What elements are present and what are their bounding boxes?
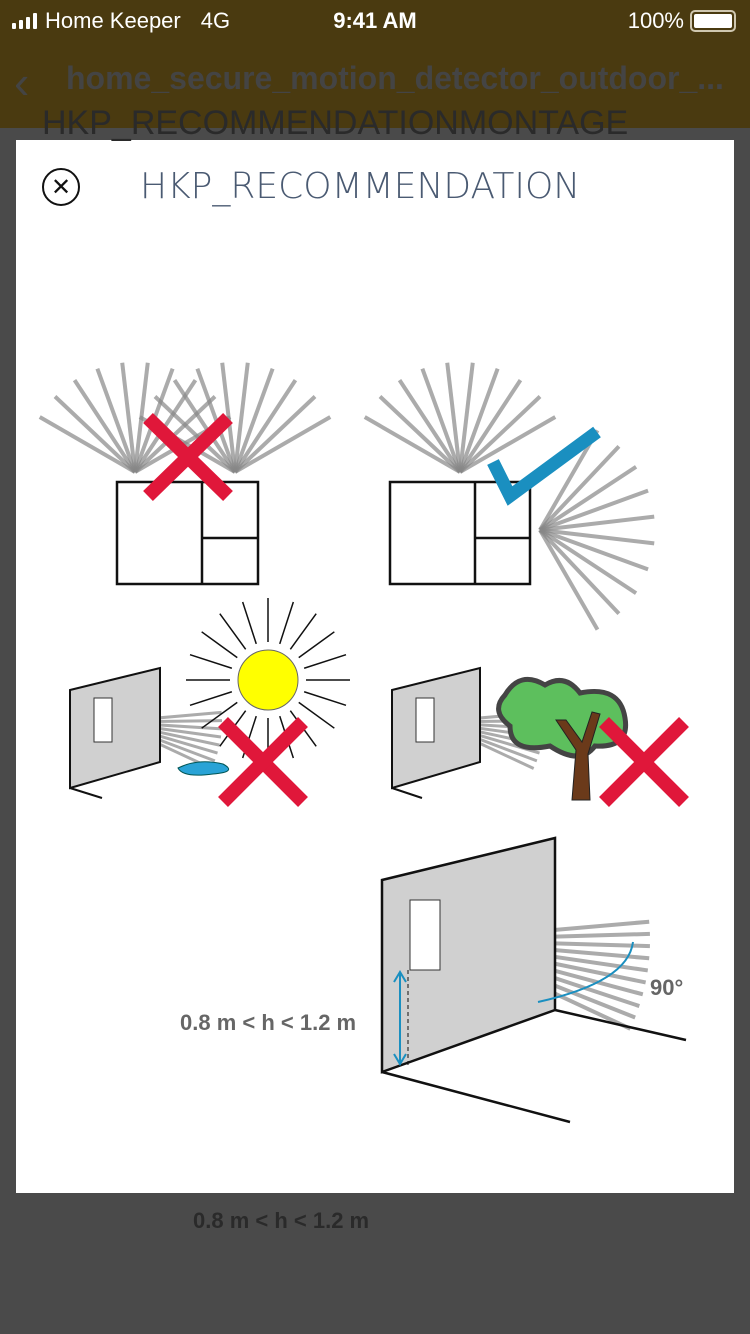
fan-ray	[420, 367, 462, 473]
height-label: 0.8 m < h < 1.2 m	[180, 1010, 357, 1036]
fan-ray	[233, 415, 332, 474]
sun-ray	[303, 691, 347, 707]
check-icon	[487, 426, 601, 506]
sun-icon	[237, 649, 299, 711]
sun-scene	[69, 598, 350, 807]
fan-ray	[233, 367, 275, 473]
fan-ray	[538, 465, 638, 532]
fan-ray	[53, 395, 137, 474]
nav-title: home_secure_motion_detector_outdoor_...	[66, 60, 724, 96]
fan-ray	[445, 362, 462, 473]
fan-ray	[538, 528, 621, 616]
background-height-label: 0.8 m < h < 1.2 m	[193, 1208, 370, 1233]
recommendation-illustration	[38, 362, 689, 1124]
fan-ray	[72, 378, 137, 474]
modal-title: HKP_RECOMMENDATION	[140, 166, 581, 207]
fan-ray	[458, 378, 523, 474]
chevron-left-icon: ‹	[14, 56, 30, 108]
battery-icon	[690, 10, 736, 32]
room-plan-wrong	[115, 480, 260, 586]
angle-label: 90°	[650, 975, 684, 1000]
fan-ray	[459, 415, 557, 474]
fan-ray	[458, 395, 542, 474]
sun-ray	[303, 653, 347, 669]
fan-ray	[539, 528, 655, 546]
fan-ray	[378, 395, 462, 474]
angle-arc	[537, 941, 634, 1003]
fan-ray	[220, 362, 237, 473]
mounting-scene	[380, 836, 687, 1124]
tree-scene	[391, 666, 689, 807]
status-bar: Home Keeper 4G 9:41 AM 100%	[0, 0, 750, 40]
sun-ray	[241, 601, 257, 645]
water-icon	[177, 761, 230, 776]
fan-ray	[172, 378, 237, 474]
fan-ray	[233, 378, 298, 474]
network: 4G	[200, 8, 231, 33]
fan-ray	[120, 362, 137, 473]
fan-ray	[458, 367, 500, 473]
sun-ray	[298, 631, 335, 659]
fan-ray	[153, 395, 237, 474]
close-button[interactable]: ✕	[42, 168, 80, 206]
fan-ray	[95, 367, 137, 473]
sun-ray	[298, 701, 335, 729]
cross-icon	[599, 717, 689, 807]
fan-ray	[233, 395, 317, 474]
battery-percent: 100%	[627, 8, 684, 33]
close-circle-icon: ✕	[50, 173, 72, 201]
cross-icon	[218, 717, 308, 807]
fan-ray	[458, 362, 475, 473]
fan-ray	[538, 528, 638, 595]
fan-ray	[539, 514, 655, 532]
fan-ray	[363, 415, 462, 474]
sun-ray	[289, 613, 317, 650]
clock: 9:41 AM	[333, 8, 417, 33]
sensor-icon	[93, 697, 113, 743]
sun-ray	[189, 691, 233, 707]
room-plan-right	[388, 480, 532, 586]
recommendation-modal: ✕ HKP_RECOMMENDATION 0.8 m < h < 1.2 m 9…	[16, 140, 734, 1193]
sun-ray	[201, 631, 238, 659]
nav-bar: ‹ home_secure_motion_detector_outdoor_..…	[0, 40, 750, 128]
fan-ray	[38, 415, 136, 474]
fan-ray	[133, 395, 217, 474]
sensor-icon	[409, 899, 441, 971]
cross-icon	[143, 412, 233, 502]
signal-icon	[12, 13, 37, 29]
sun-ray	[279, 601, 295, 645]
tree-icon	[496, 676, 629, 759]
carrier: Home Keeper	[45, 8, 181, 33]
fan-ray	[233, 362, 250, 473]
sun-ray	[219, 613, 247, 650]
fan-ray	[397, 378, 462, 474]
fan-ray	[538, 429, 600, 531]
back-button[interactable]: ‹	[14, 59, 29, 105]
background-heading: HKP_RECOMMENDATIONMONTAGE	[42, 104, 629, 142]
fan-ray	[539, 488, 649, 532]
fan-ray	[538, 528, 600, 631]
sun-ray	[201, 701, 238, 729]
sun-ray	[189, 653, 233, 669]
sensor-icon	[415, 697, 435, 743]
fan-ray	[539, 528, 649, 572]
fan-ray	[538, 444, 621, 532]
